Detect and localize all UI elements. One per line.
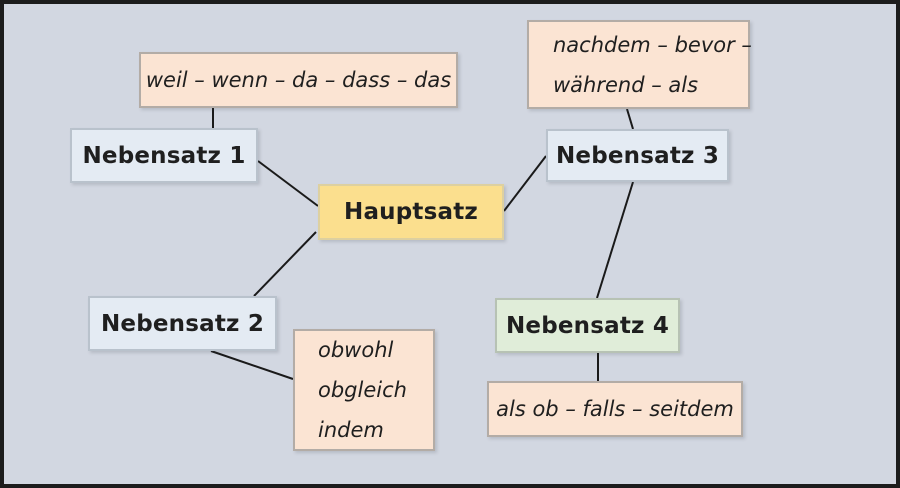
node-label: Nebensatz 2 [100, 310, 265, 337]
conjunction-text-line: während – als [553, 72, 699, 97]
conjunction-text: weil – wenn – da – dass – das [145, 68, 452, 92]
conjunction-text-line: obgleich [318, 378, 407, 402]
connector-nebensatz3-nebensatz4 [596, 181, 634, 299]
node-label: Nebensatz 4 [505, 312, 670, 339]
conjunction-text: als ob – falls – seitdem [496, 397, 734, 421]
conjunction-text-line: indem [318, 418, 384, 442]
conjunction-text-line: nachdem – bevor – [553, 32, 752, 57]
connector-nebensatz2-conj2 [210, 350, 294, 380]
node-label: Nebensatz 3 [555, 142, 720, 169]
connector-nebensatz1-hauptsatz [257, 160, 319, 207]
connector-conj3-nebensatz3 [626, 108, 634, 130]
conjunction-box-nebensatz4: als ob – falls – seitdem [487, 381, 743, 437]
conjunction-box-nebensatz1: weil – wenn – da – dass – das [139, 52, 458, 108]
connector-hauptsatz-nebensatz3 [503, 155, 547, 212]
node-nebensatz-2: Nebensatz 2 [88, 296, 277, 351]
node-nebensatz-4: Nebensatz 4 [495, 298, 680, 353]
conjunction-text-line: obwohl [318, 338, 394, 362]
node-label: Hauptsatz [344, 199, 478, 225]
node-nebensatz-3: Nebensatz 3 [546, 129, 729, 182]
node-nebensatz-1: Nebensatz 1 [70, 128, 258, 183]
node-hauptsatz: Hauptsatz [318, 184, 504, 240]
node-label: Nebensatz 1 [82, 142, 246, 169]
conjunction-box-nebensatz3: nachdem – bevor – während – als [527, 20, 752, 109]
conjunction-box-nebensatz2: obwohl obgleich indem [293, 329, 435, 451]
connector-hauptsatz-nebensatz2 [253, 231, 317, 297]
